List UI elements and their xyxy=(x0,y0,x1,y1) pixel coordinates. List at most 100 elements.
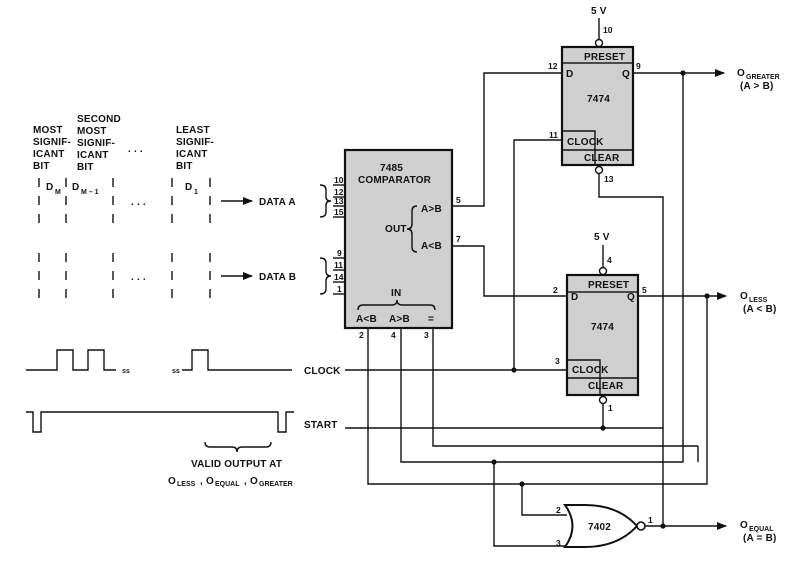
out-equal-cond: (A = B) xyxy=(743,533,777,544)
pin-a-0: 10 xyxy=(334,175,344,185)
ff-top-d: D xyxy=(566,69,573,80)
out-greater-cond: (A > B) xyxy=(740,81,774,92)
second-line-5: BIT xyxy=(77,162,94,173)
flipflop-top-7474: PRESET 7474 D Q CLOCK CLEAR 5 V 10 13 12… xyxy=(548,6,641,184)
clock-break-2: ss xyxy=(172,368,180,375)
pin-a-1: 12 xyxy=(334,187,344,197)
msb-line-3: ICANT xyxy=(33,149,65,160)
pin-b-2: 14 xyxy=(334,272,344,282)
msb-line-1: MOST xyxy=(33,125,63,136)
ff-top-clock: CLOCK xyxy=(567,137,604,148)
in-label: IN xyxy=(391,288,401,299)
ff-top-pin-q: 9 xyxy=(636,61,641,71)
clock-break-1: ss xyxy=(122,368,130,375)
gate-pin-out: 1 xyxy=(648,515,653,525)
ff-bottom-pin-clock: 3 xyxy=(555,356,560,366)
valid-o-equal-sub: EQUAL xyxy=(215,481,240,488)
msb-line-4: BIT xyxy=(33,161,50,172)
data-b-label: DATA B xyxy=(259,272,296,283)
pin-out-gt: 5 xyxy=(456,195,461,205)
ff-bottom-name: 7474 xyxy=(591,322,614,333)
in-eq-label: = xyxy=(428,314,434,325)
second-line-3: SIGNIF- xyxy=(77,138,115,149)
ff-bottom-pin-q: 5 xyxy=(642,285,647,295)
valid-o-greater-sub: GREATER xyxy=(259,481,293,488)
row-b-ellipsis: . . . xyxy=(131,272,146,283)
out-label: OUT xyxy=(385,224,407,235)
ff-bottom-supply: 5 V xyxy=(594,232,610,243)
pin-in-gt: 4 xyxy=(391,330,396,340)
clock-waveform: ss ss xyxy=(26,349,292,375)
lsb-line-2: SIGNIF- xyxy=(176,137,214,148)
ff-bottom-pin-clear: 1 xyxy=(608,403,613,413)
comparator-name: 7485 xyxy=(380,163,403,174)
ff-top-supply: 5 V xyxy=(591,6,607,17)
in-gt-label: A>B xyxy=(389,314,410,325)
bit-rows: D M D M – 1 D 1 . . . . . . xyxy=(38,178,211,300)
comparator-type: COMPARATOR xyxy=(358,175,432,186)
lsb-line-4: BIT xyxy=(176,161,193,172)
bit-dm1: D xyxy=(72,182,79,193)
lsb-line-3: ICANT xyxy=(176,149,208,160)
ff-bottom-pin-d: 2 xyxy=(553,285,558,295)
out-greater-sub: GREATER xyxy=(746,74,780,81)
header-ellipsis: . . . xyxy=(128,144,143,155)
bit-d1-sub: 1 xyxy=(194,189,198,196)
pin-in-lt: 2 xyxy=(359,330,364,340)
ff-top-name: 7474 xyxy=(587,94,610,105)
out-gt-label: A>B xyxy=(421,204,442,215)
out-lt-label: A<B xyxy=(421,241,442,252)
valid-o-less-sub: LESS xyxy=(177,481,196,488)
data-a-label: DATA A xyxy=(259,197,296,208)
out-less-o: O xyxy=(740,291,748,302)
start-label: START xyxy=(304,420,338,431)
gate-name: 7402 xyxy=(588,522,611,533)
bit-d1: D xyxy=(185,182,192,193)
msb-line-2: SIGNIF- xyxy=(33,137,71,148)
out-less-cond: (A < B) xyxy=(743,304,777,315)
output-labels: O GREATER (A > B) O LESS (A < B) O EQUAL… xyxy=(737,68,780,544)
valid-o-less: O xyxy=(168,476,176,487)
ff-top-pin-clock: 11 xyxy=(549,130,558,140)
bit-headers: MOST SIGNIF- ICANT BIT SECOND MOST SIGNI… xyxy=(33,114,214,173)
ff-bottom-clear: CLEAR xyxy=(588,381,624,392)
pin-in-eq: 3 xyxy=(424,330,429,340)
second-line-2: MOST xyxy=(77,126,107,137)
svg-text:,: , xyxy=(200,476,203,487)
ff-bottom-d: D xyxy=(571,292,578,303)
bit-dm: D xyxy=(46,182,53,193)
out-equal-o: O xyxy=(740,520,748,531)
ff-top-clear: CLEAR xyxy=(584,153,620,164)
start-waveform xyxy=(26,411,294,433)
ff-top-pin-d: 12 xyxy=(548,61,558,71)
in-lt-label: A<B xyxy=(356,314,377,325)
pin-b-0: 9 xyxy=(337,248,342,258)
out-equal-sub: EQUAL xyxy=(749,526,774,533)
ff-top-pin-preset: 10 xyxy=(603,25,613,35)
pin-b-1: 11 xyxy=(334,260,343,270)
ff-top-preset: PRESET xyxy=(584,52,625,63)
pin-out-lt: 7 xyxy=(456,234,461,244)
gate-pin-in1: 2 xyxy=(556,505,561,515)
ff-bottom-preset: PRESET xyxy=(588,280,629,291)
ff-top-pin-clear: 13 xyxy=(604,174,614,184)
out-less-sub: LESS xyxy=(749,297,768,304)
bit-dm1-sub: M – 1 xyxy=(81,189,99,196)
second-line-1: SECOND xyxy=(77,114,121,125)
ff-bottom-pin-preset: 4 xyxy=(607,255,612,265)
bit-dm-sub: M xyxy=(55,189,61,196)
lsb-line-1: LEAST xyxy=(176,125,210,136)
ff-top-q: Q xyxy=(622,69,630,80)
gate-pin-in2: 3 xyxy=(556,538,561,548)
pin-b-3: 1 xyxy=(337,284,342,294)
row-a-ellipsis: . . . xyxy=(131,197,146,208)
flipflop-bottom-7474: PRESET 7474 D Q CLOCK CLEAR 5 V 4 1 2 5 … xyxy=(553,232,647,413)
wiring xyxy=(345,69,727,547)
pin-a-3: 15 xyxy=(334,207,344,217)
nor-gate-7402: 7402 2 3 1 xyxy=(556,504,653,548)
svg-text:,: , xyxy=(244,476,247,487)
valid-line-1: VALID OUTPUT AT xyxy=(191,459,282,470)
valid-o-equal: O xyxy=(206,476,214,487)
valid-o-greater: O xyxy=(250,476,258,487)
